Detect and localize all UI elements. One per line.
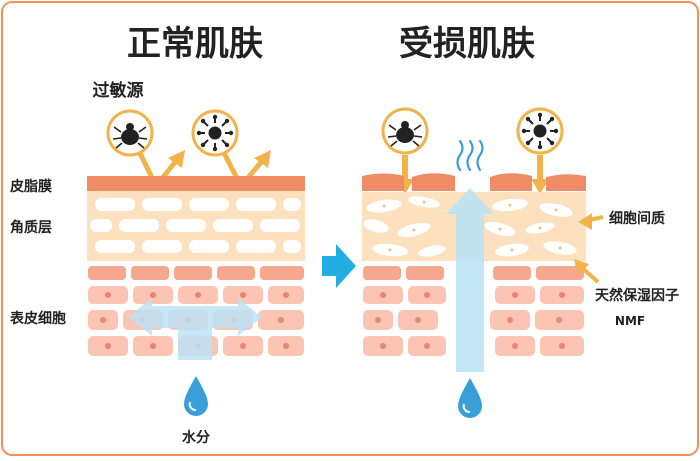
stratum-corneum-normal	[87, 191, 305, 261]
allergen-label: 过敏源	[93, 80, 144, 101]
water-loss-flow	[446, 188, 494, 372]
intercellular-pointer	[578, 213, 604, 230]
title-normal-skin: 正常肌肤	[127, 24, 263, 64]
intercellular-label: 细胞间质	[609, 210, 665, 227]
sebum-film-damaged	[362, 173, 586, 191]
title-damaged-skin: 受损肌肤	[399, 24, 535, 64]
steam-icon	[456, 139, 484, 172]
dust-mite-icon-damaged	[381, 107, 429, 155]
stratum-corneum-label: 角质层	[10, 219, 52, 236]
water-label: 水分	[182, 429, 210, 446]
water-retention-flow	[128, 298, 262, 360]
epidermal-cells-label: 表皮细胞	[9, 310, 66, 327]
sebum-label: 皮脂膜	[9, 178, 52, 195]
nmf-label: 天然保湿因子	[595, 287, 679, 304]
sebum-film-normal	[87, 176, 305, 191]
dust-mite-icon	[106, 109, 154, 157]
nmf-pointer	[574, 259, 600, 284]
virus-icon-damaged	[516, 107, 564, 155]
right-arrow-icon	[322, 244, 356, 288]
allergen-bounce-arrowhead-2	[254, 150, 271, 168]
virus-icon	[191, 109, 239, 157]
allergen-bounce-arrowhead-1	[168, 150, 185, 168]
nmf-abbreviation: NMF	[615, 314, 645, 328]
allergen-penetration-arrow-2	[531, 155, 549, 194]
epidermal-cells-damaged	[363, 266, 584, 356]
